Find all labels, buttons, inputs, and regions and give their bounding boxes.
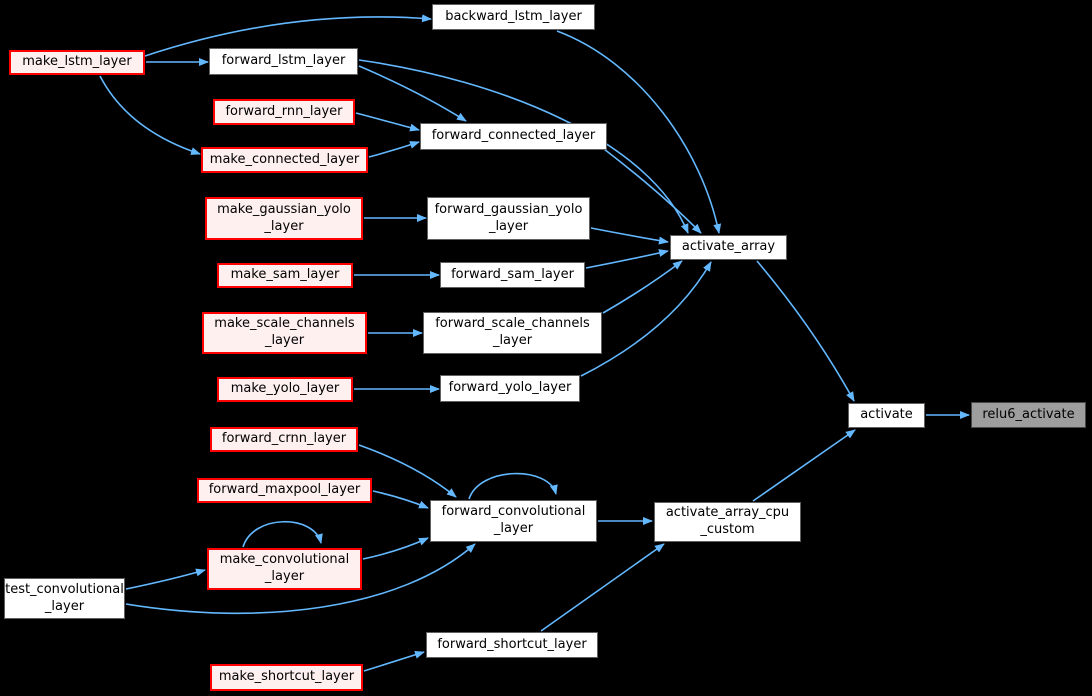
node-activate[interactable]: activate <box>848 403 925 428</box>
node-forward_shortcut_layer[interactable]: forward_shortcut_layer <box>426 632 598 658</box>
node-make_yolo_layer[interactable]: make_yolo_layer <box>217 377 353 402</box>
node-test_convolutional_layer[interactable]: test_convolutional _layer <box>4 578 125 619</box>
edge-forward_scale_channels_layer-to-activate_array <box>602 260 683 314</box>
edge-activate_array-to-activate <box>756 260 855 402</box>
node-make_lstm_layer[interactable]: make_lstm_layer <box>9 50 145 75</box>
edge-make_convolutional_layer-to-forward_convolutional_layer <box>362 537 429 560</box>
edge-forward_yolo_layer-to-activate_array <box>580 261 712 377</box>
edge-forward_sam_layer-to-activate_array <box>585 249 669 269</box>
node-forward_lstm_layer[interactable]: forward_lstm_layer <box>209 48 358 75</box>
edge-forward_shortcut_layer-to-activate_array_cpu_custom <box>540 543 665 632</box>
edge-forward_maxpool_layer-to-forward_convolutional_layer <box>372 490 429 509</box>
node-forward_connected_layer[interactable]: forward_connected_layer <box>420 123 607 150</box>
node-make_sam_layer[interactable]: make_sam_layer <box>217 263 353 288</box>
node-forward_crnn_layer[interactable]: forward_crnn_layer <box>210 427 358 452</box>
node-forward_rnn_layer[interactable]: forward_rnn_layer <box>213 99 355 125</box>
node-forward_scale_channels_layer[interactable]: forward_scale_channels _layer <box>423 312 602 354</box>
edge-forward_crnn_layer-to-forward_convolutional_layer <box>358 444 457 498</box>
edge-forward_connected_layer-to-activate_array <box>603 148 702 234</box>
edge-forward_rnn_layer-to-forward_connected_layer <box>355 112 420 132</box>
node-make_gaussian_yolo_layer[interactable]: make_gaussian_yolo _layer <box>205 197 363 240</box>
node-forward_gaussian_yolo_layer[interactable]: forward_gaussian_yolo _layer <box>427 197 590 240</box>
edge-forward_gaussian_yolo_layer-to-activate_array <box>590 227 669 245</box>
edge-test_convolutional_layer-to-forward_convolutional_layer <box>125 543 476 615</box>
node-forward_sam_layer[interactable]: forward_sam_layer <box>440 262 585 288</box>
edge-forward_convolutional_layer-to-forward_convolutional_layer-self-loop <box>468 472 558 500</box>
node-activate_array_cpu_custom[interactable]: activate_array_cpu _custom <box>654 502 801 542</box>
edge-activate_array_cpu_custom-to-activate <box>752 429 856 502</box>
node-forward_maxpool_layer[interactable]: forward_maxpool_layer <box>197 478 372 503</box>
edge-make_connected_layer-to-forward_connected_layer <box>368 141 420 158</box>
node-make_shortcut_layer[interactable]: make_shortcut_layer <box>210 664 363 691</box>
edge-test_convolutional_layer-to-make_convolutional_layer <box>125 568 206 590</box>
edge-forward_lstm_layer-to-activate_array <box>358 59 689 234</box>
node-make_convolutional_layer[interactable]: make_convolutional _layer <box>207 548 362 590</box>
edge-backward_lstm_layer-to-activate_array <box>556 30 722 234</box>
edge-make_lstm_layer-to-make_connected_layer <box>99 75 201 155</box>
node-make_scale_channels_layer[interactable]: make_scale_channels _layer <box>202 312 367 354</box>
node-activate_array[interactable]: activate_array <box>670 235 787 260</box>
edge-make_convolutional_layer-to-make_convolutional_layer-self-loop <box>242 520 323 548</box>
node-forward_convolutional_layer[interactable]: forward_convolutional _layer <box>430 500 597 542</box>
node-backward_lstm_layer[interactable]: backward_lstm_layer <box>432 4 595 30</box>
node-make_connected_layer[interactable]: make_connected_layer <box>201 147 368 173</box>
edge-make_shortcut_layer-to-forward_shortcut_layer <box>363 650 425 672</box>
edge-make_lstm_layer-to-backward_lstm_layer <box>144 14 432 57</box>
edge-forward_lstm_layer-to-forward_connected_layer <box>358 65 467 122</box>
node-relu6_activate: relu6_activate <box>971 402 1086 428</box>
node-forward_yolo_layer[interactable]: forward_yolo_layer <box>440 375 580 402</box>
